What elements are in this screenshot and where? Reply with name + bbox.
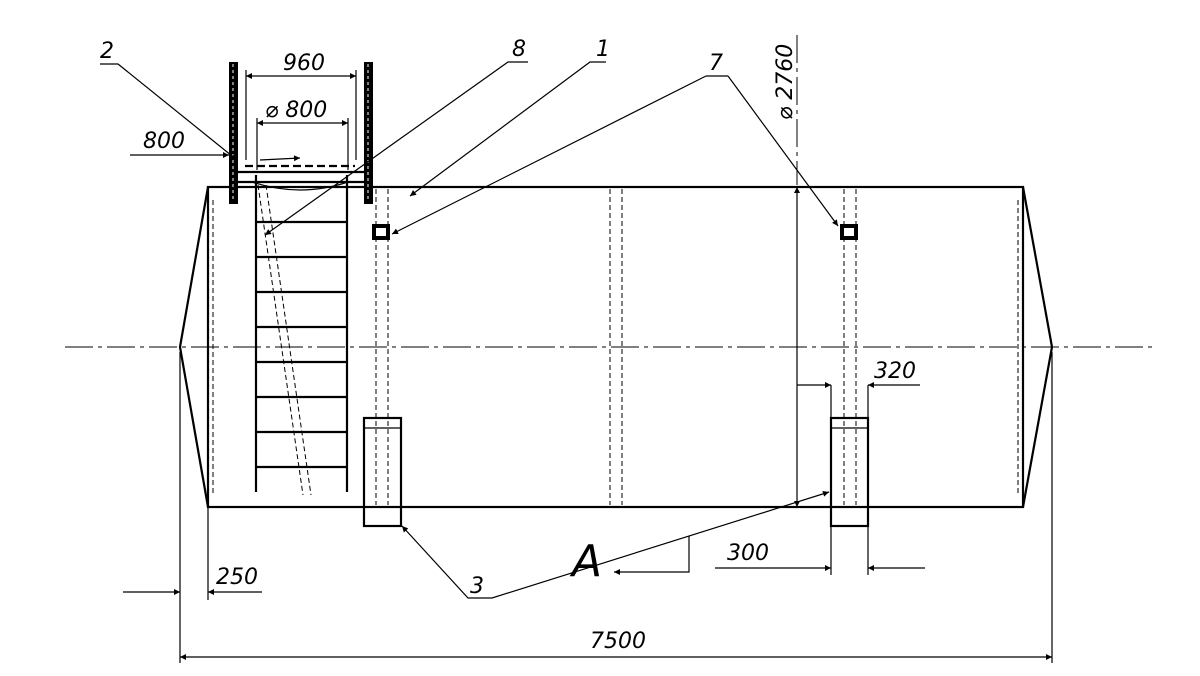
dim-total-length-label: 7500 [590, 629, 646, 654]
dim-tank-diameter-label: ⌀ 2760 [773, 44, 798, 120]
saddle-support-left [362, 416, 403, 528]
dim-ladder-offset-label: 800 [143, 129, 185, 154]
dim-saddle-offset: 300 [715, 526, 925, 575]
dim-saddle-width: 320 [797, 359, 920, 418]
dim-total-length: 7500 [180, 352, 1053, 663]
callout-2: 2 [100, 39, 238, 161]
callout-1: 1 [409, 37, 610, 197]
dim-saddle-width-label: 320 [874, 359, 916, 384]
saddle-support-right [829, 416, 870, 528]
callout-1-label: 1 [596, 37, 610, 62]
dim-hatch-width: 960 [245, 51, 357, 160]
lifting-lug-right [840, 224, 858, 240]
dim-ladder-offset: 800 [130, 129, 229, 158]
lifting-lug-left [372, 224, 390, 240]
dim-hatch-width-label: 960 [283, 51, 325, 76]
dim-hatch-diameter-label: ⌀ 800 [265, 98, 327, 123]
dim-hatch-diameter: ⌀ 800 [256, 98, 349, 170]
callout-2-label: 2 [100, 39, 114, 64]
dim-head-depth-label: 250 [216, 565, 258, 590]
callout-7: 7 [391, 51, 839, 235]
dim-saddle-offset-label: 300 [727, 541, 769, 566]
dim-tank-diameter: ⌀ 2760 [773, 44, 800, 507]
view-marker-a-label: A [569, 536, 602, 587]
callout-3: 3 [401, 490, 830, 599]
ladder [254, 175, 349, 496]
handrail [229, 62, 373, 204]
manhole-hatch [233, 155, 370, 191]
dim-head-depth: 250 [123, 352, 262, 663]
callout-8: 8 [264, 37, 528, 236]
callout-7-label: 7 [709, 51, 723, 76]
view-marker-a: A [569, 536, 690, 587]
callout-8-label: 8 [512, 37, 526, 62]
callout-3-label: 3 [470, 574, 484, 599]
stiffener-rings [375, 189, 857, 505]
